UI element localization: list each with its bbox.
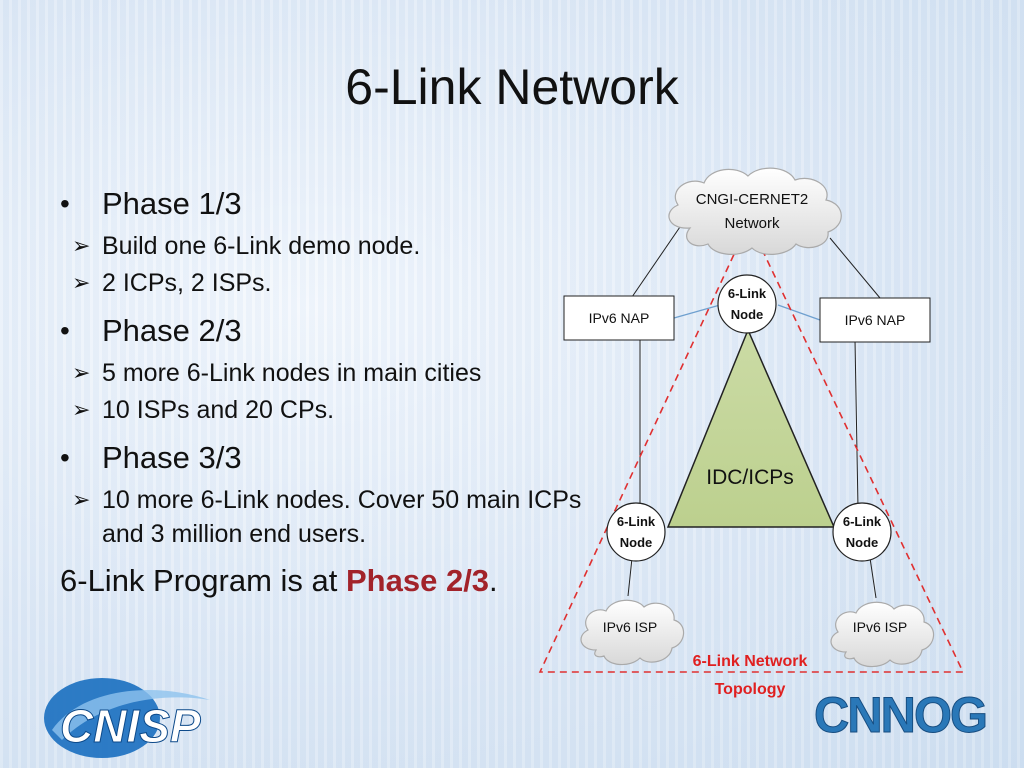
link-cloud-nap-right [829,237,881,299]
isp-right-label: IPv6 ISP [853,619,907,635]
node-top-line2: Node [731,307,764,322]
cnnog-logo-text: CNNOG [814,687,986,742]
slide-title: 6-Link Network [345,59,679,115]
node-top-line1: 6-Link [728,286,767,301]
phase-3: • Phase 3/3 [60,436,600,480]
nap-left-label: IPv6 NAP [589,310,650,326]
link-node-top-nap-right [777,304,821,321]
arrow-bullet-icon: ➢ [72,270,91,295]
node-left-line2: Node [620,535,653,550]
program-suffix: . [489,563,498,598]
link-nap-right-node-right [854,339,859,509]
phase-2: • Phase 2/3 [60,309,600,353]
phase-2-item: ➢ 10 ISPs and 20 CPs. [60,393,600,427]
cloud-top-line1: CNGI-CERNET2 [696,191,809,208]
phase-3-item: ➢ 10 more 6-Link nodes. Cover 50 main ICP… [60,483,582,551]
arrow-bullet-icon: ➢ [72,360,91,385]
topology-caption-line1: 6-Link Network [693,653,808,670]
program-prefix: 6-Link Program is at [60,563,346,598]
phase-2-item-text: 10 ISPs and 20 CPs. [102,396,335,424]
ipv6-nap-left: IPv6 NAP [563,295,675,341]
cngi-cernet2-cloud: CNGI-CERNET2 Network [668,167,842,255]
ipv6-isp-right-cloud: IPv6 ISP [830,601,935,668]
phase-3-label: Phase 3/3 [102,440,242,475]
link-node-left-isp-left [627,557,633,597]
node-right-line1: 6-Link [843,514,882,529]
six-link-node-top: 6-Link Node [717,274,777,334]
phase-list: •Phase 1/3 ➢Build one 6-Link demo node. … [60,182,600,601]
phase-1-label: Phase 1/3 [102,186,242,221]
node-left-line1: 6-Link [617,514,656,529]
phase-2-item: ➢ 5 more 6-Link nodes in main cities [60,356,600,390]
program-phase-highlight: Phase 2/3 [346,563,490,598]
bullet-icon: • [60,188,70,219]
topology-outline [538,220,965,673]
phase-1-item-text: Build one 6-Link demo node. [102,232,421,260]
program-status: 6-Link Program is at Phase 2/3. [60,561,600,601]
arrow-bullet-icon: ➢ [72,233,91,258]
isp-left-label: IPv6 ISP [603,619,657,635]
nap-right-label: IPv6 NAP [845,312,906,328]
center-label: IDC/ICPs [706,466,794,489]
link-node-right-isp-right [869,557,877,599]
phase-3-item-text: 10 more 6-Link nodes. Cover 50 main ICPs… [102,486,582,548]
cnisp-logo-text: CNISP [60,700,201,752]
ipv6-isp-left-cloud: IPv6 ISP [580,599,685,666]
phase-1: • Phase 1/3 [60,182,600,226]
cnisp-logo: CNISP [44,678,210,758]
phase-2-item-text: 5 more 6-Link nodes in main cities [102,359,482,387]
ipv6-nap-right: IPv6 NAP [819,297,931,343]
phase-2-label: Phase 2/3 [102,313,242,348]
arrow-bullet-icon: ➢ [72,487,91,512]
six-link-node-right: 6-Link Node [832,502,892,562]
idc-icps-triangle [666,328,836,528]
topology-caption-line2: Topology [715,681,786,698]
six-link-node-left: 6-Link Node [606,502,666,562]
bullet-icon: • [60,442,70,473]
node-right-line2: Node [846,535,879,550]
cnnog-logo: CNNOG [814,687,989,743]
bullet-icon: • [60,315,70,346]
cloud-top-line2: Network [724,215,780,232]
arrow-bullet-icon: ➢ [72,397,91,422]
phase-1-item-text: 2 ICPs, 2 ISPs. [102,269,272,297]
phase-1-item: ➢ Build one 6-Link demo node. [60,229,600,263]
link-cloud-nap-left [631,223,683,298]
link-nap-left-node-top [673,304,721,319]
phase-1-item: ➢ 2 ICPs, 2 ISPs. [60,266,600,300]
